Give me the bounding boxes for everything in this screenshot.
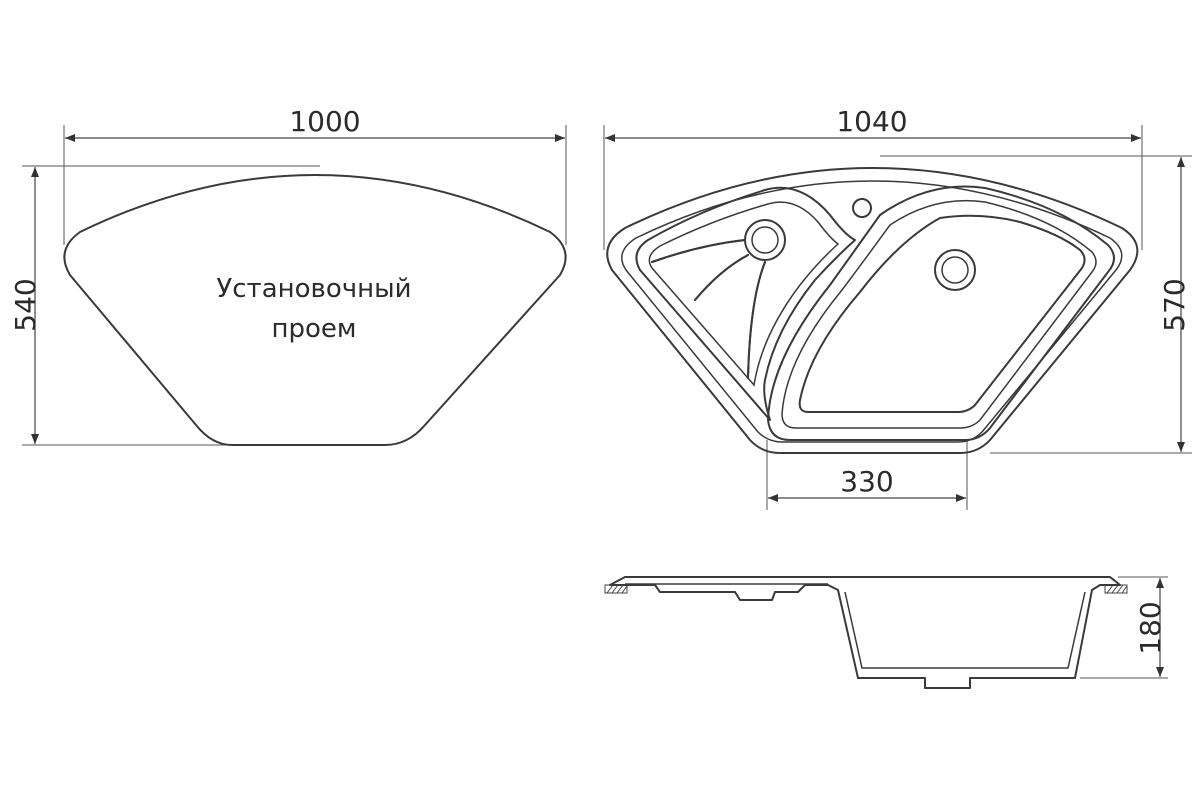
drain-groove-2 (694, 254, 749, 301)
cutout-outline (63, 174, 567, 446)
section-depth-label: 180 (1134, 601, 1167, 654)
main-drain-inner (941, 256, 969, 284)
tap-hole (852, 198, 872, 218)
main-bowl-inner-rim (781, 199, 1097, 429)
drain-groove-3 (747, 261, 766, 379)
cutout-caption-line1: Установочный (216, 274, 411, 304)
main-bowl-rim (767, 185, 1115, 441)
cutout-view: 1000 540 Установочный проем (9, 105, 567, 446)
cutout-height-label: 540 (9, 278, 42, 331)
sink-outer-rim (606, 167, 1139, 454)
bowl-offset-label: 330 (840, 465, 893, 498)
sink-inner-rim (621, 180, 1123, 443)
main-bowl-floor (798, 214, 1086, 413)
sink-section-view: 180 (604, 576, 1168, 689)
cutout-width-label: 1000 (289, 105, 360, 138)
sink-top-view: 1040 570 330 (603, 105, 1192, 510)
section-outline (609, 576, 1121, 689)
sink-height-label: 570 (1158, 278, 1191, 331)
cutout-caption-line2: проем (271, 314, 356, 344)
drain-groove-3-fill (747, 261, 766, 379)
section-inner-line (625, 583, 1086, 669)
drainboard-inner (648, 201, 840, 387)
drain-groove-1-fill (651, 239, 746, 263)
sink-width-label: 1040 (836, 105, 907, 138)
drain-groove-2-fill (694, 254, 749, 301)
main-drain-outer (934, 249, 976, 291)
drainboard-drain-outer (744, 219, 786, 261)
drainboard-drain-inner (751, 226, 779, 254)
